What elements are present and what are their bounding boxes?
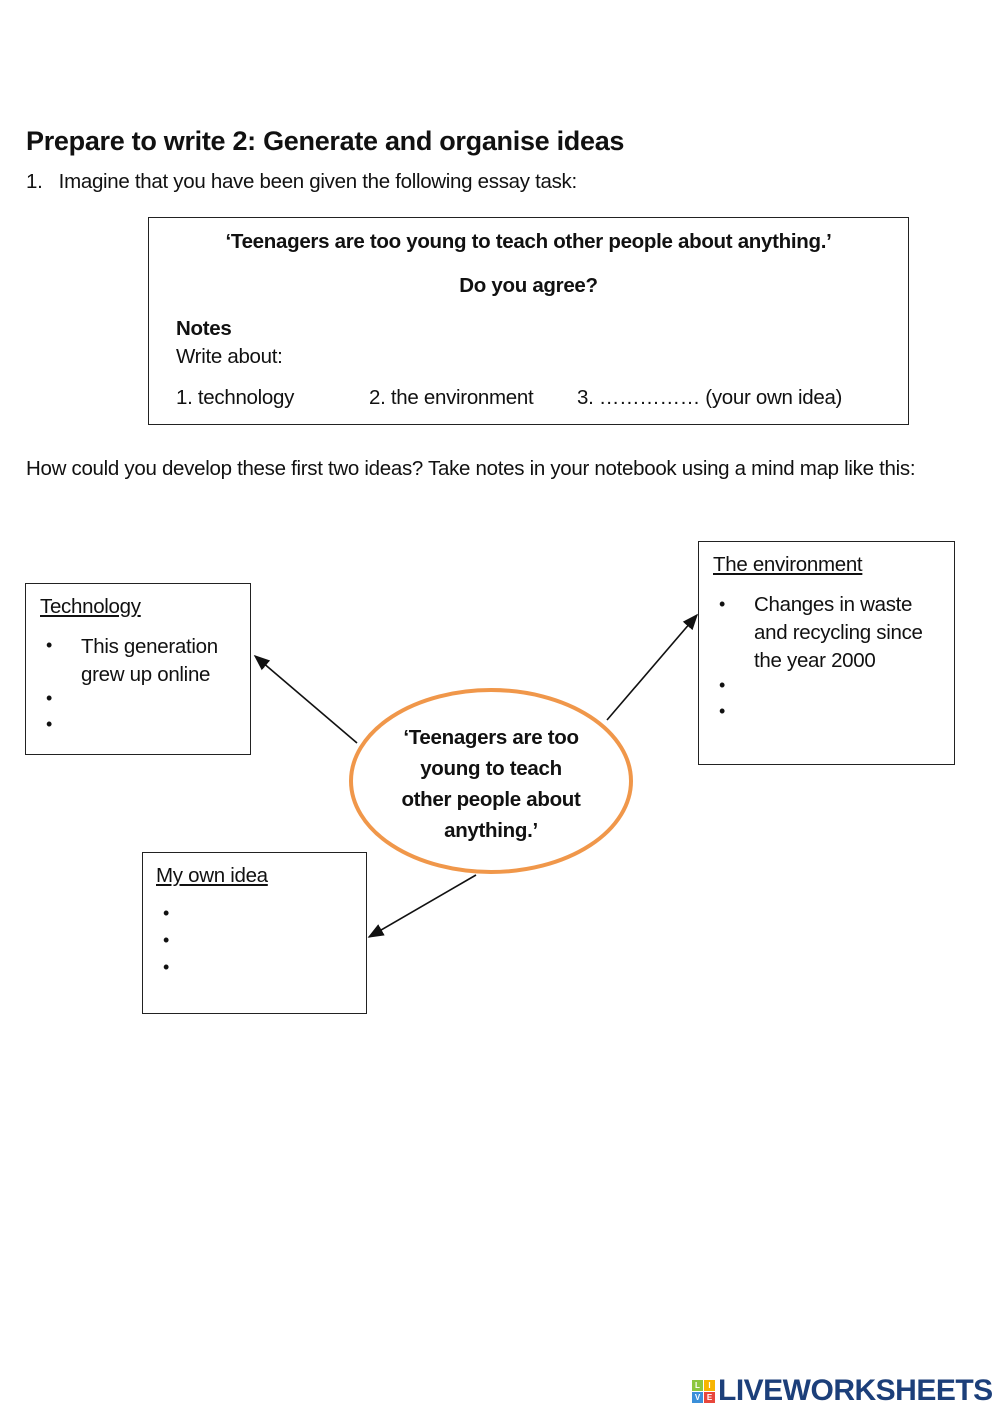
instruction-1: 1. Imagine that you have been given the … [26, 170, 577, 193]
essay-question: Do you agree? [459, 274, 598, 297]
note-line: Changes in waste [754, 593, 913, 616]
notes-heading: Notes [176, 317, 232, 340]
note-line: grew up online [81, 663, 211, 686]
center-topic: ‘Teenagers are too young to teach other … [351, 722, 631, 846]
note-line: and recycling since [754, 621, 923, 644]
logo-text: LIVEWORKSHEETS [718, 1374, 993, 1407]
center-line: ‘Teenagers are too [403, 726, 579, 749]
bullet: • [46, 635, 53, 655]
center-line: anything.’ [444, 819, 538, 842]
essay-quote: ‘Teenagers are too young to teach other … [225, 230, 832, 253]
task-item: 3. …………… (your own idea) [577, 386, 843, 409]
technology-note: This generation grew up online [81, 633, 218, 689]
own-idea-heading: My own idea [156, 864, 268, 887]
bullet: • [719, 675, 726, 695]
center-line: young to teach [420, 757, 562, 780]
bullet: • [46, 688, 53, 708]
own-idea-box: My own idea • • • [142, 852, 367, 1014]
logo-tile: E [704, 1391, 715, 1403]
task-item: 2. the environment [369, 386, 534, 409]
environment-heading: The environment [713, 553, 863, 576]
essay-task-box: ‘Teenagers are too young to teach other … [148, 217, 909, 425]
technology-box: Technology • This generation grew up onl… [25, 583, 251, 755]
logo-tiles: L I V E [692, 1379, 715, 1403]
technology-heading: Technology [40, 595, 141, 618]
bullet: • [163, 957, 170, 977]
instruction-2: How could you develop these first two id… [26, 457, 916, 480]
write-about: Write about: [176, 345, 283, 368]
bullet: • [46, 714, 53, 734]
note-line: the year 2000 [754, 649, 876, 672]
center-ellipse [349, 688, 633, 874]
liveworksheets-logo: L I V E LIVEWORKSHEETS [692, 1374, 993, 1408]
environment-box: The environment • Changes in waste and r… [698, 541, 955, 765]
center-line: other people about [401, 788, 581, 811]
note-line: This generation [81, 635, 218, 658]
logo-tile: I [704, 1379, 715, 1391]
page-title: Prepare to write 2: Generate and organis… [26, 126, 625, 156]
logo-tile: V [692, 1391, 703, 1403]
environment-note: Changes in waste and recycling since the… [754, 591, 923, 675]
task-item: 1. technology [176, 386, 295, 409]
bullet: • [719, 594, 726, 614]
arrow-to-technology [253, 654, 358, 744]
bullet: • [163, 903, 170, 923]
arrow-to-own-idea [367, 874, 477, 938]
bullet: • [163, 930, 170, 950]
logo-tile: L [692, 1379, 703, 1391]
bullet: • [719, 701, 726, 721]
arrow-to-environment [606, 613, 699, 721]
